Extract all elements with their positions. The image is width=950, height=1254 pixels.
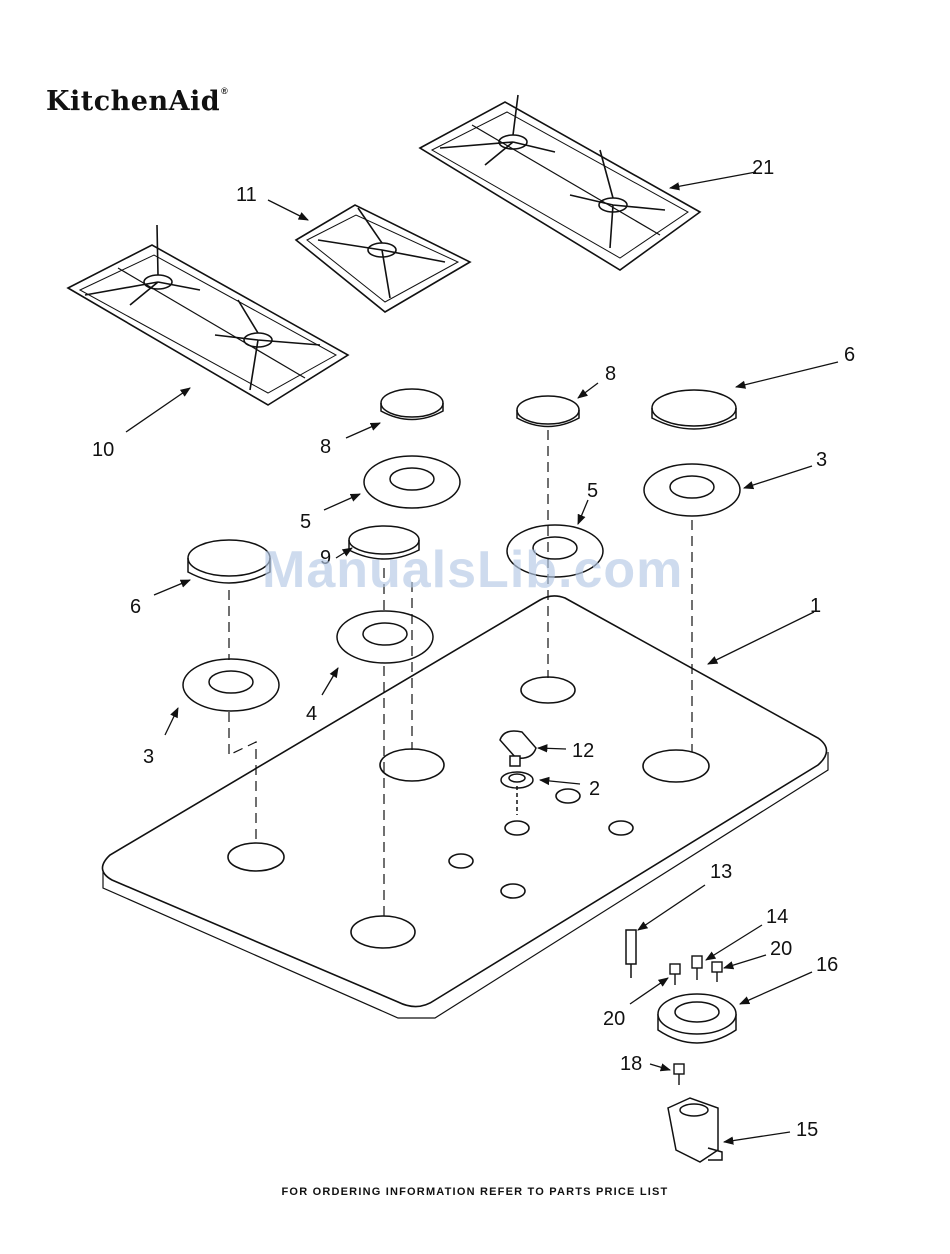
callout-13: 13 (710, 861, 732, 883)
control-knob (500, 731, 536, 815)
callout-16: 16 (816, 954, 838, 976)
burner-assembly (658, 994, 736, 1043)
footer-note: FOR ORDERING INFORMATION REFER TO PARTS … (0, 1186, 950, 1198)
grate-left (68, 225, 348, 405)
callout-12: 12 (572, 740, 594, 762)
callout-21: 21 (752, 157, 774, 179)
grate-right (420, 95, 700, 270)
callout-8-left: 8 (320, 436, 331, 458)
igniter-electrode (626, 930, 636, 978)
assembly-lines (229, 430, 692, 916)
callout-10: 10 (92, 439, 114, 461)
callout-20-right: 20 (770, 938, 792, 960)
callout-2: 2 (589, 778, 600, 800)
grate-middle (296, 205, 470, 312)
callout-18: 18 (620, 1053, 642, 1075)
callout-14: 14 (766, 906, 788, 928)
leader-lines (126, 172, 838, 1142)
callout-8-right: 8 (605, 363, 616, 385)
callout-1: 1 (810, 595, 821, 617)
watermark: ManualsLib.com (262, 540, 683, 600)
callout-4: 4 (306, 703, 317, 725)
callout-3-left: 3 (143, 746, 154, 768)
callout-5-right: 5 (587, 480, 598, 502)
callout-6-right: 6 (844, 344, 855, 366)
callout-6-left: 6 (130, 596, 141, 618)
callout-20-left: 20 (603, 1008, 625, 1030)
valve-body (668, 1098, 722, 1162)
callout-3-right: 3 (816, 449, 827, 471)
callout-15: 15 (796, 1119, 818, 1141)
callout-5-left: 5 (300, 511, 311, 533)
callout-11: 11 (236, 184, 257, 206)
